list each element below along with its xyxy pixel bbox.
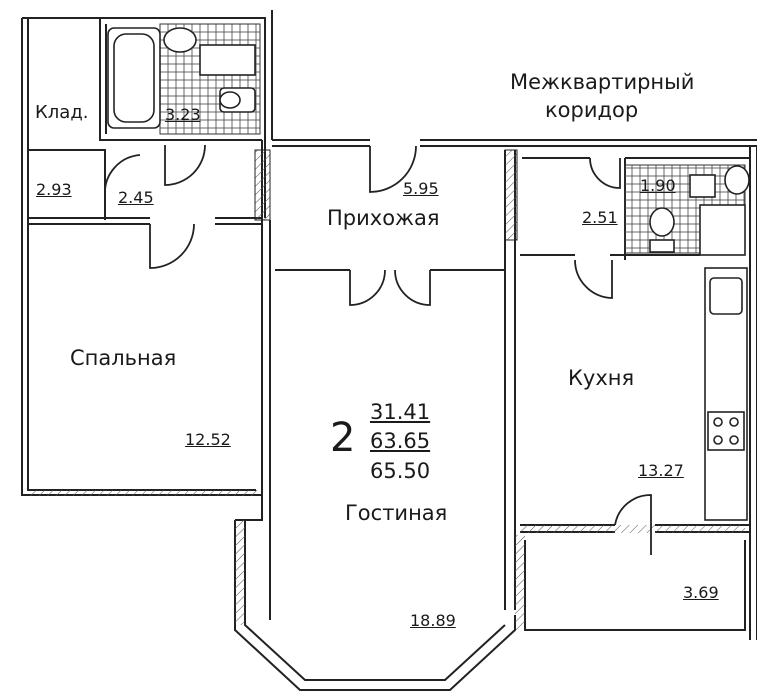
door-living-left <box>349 269 386 306</box>
storage-area: 2.93 <box>36 180 72 199</box>
rooms-count: 2 <box>330 415 356 461</box>
hallway-label: Прихожая <box>327 206 440 230</box>
bedroom-label: Спальная <box>70 346 177 370</box>
corridor-label-1: Межквартирный <box>510 70 695 94</box>
doors <box>104 144 652 555</box>
door-living-right <box>394 269 431 306</box>
wc-area: 1.90 <box>640 176 676 195</box>
door-wc <box>589 157 621 189</box>
door-storage <box>104 154 141 196</box>
wall-kitchen-right <box>749 146 757 640</box>
door-balcony <box>614 494 652 555</box>
bedroom-area: 12.52 <box>185 430 231 449</box>
sink-wc <box>724 165 750 195</box>
hatched-walls <box>28 149 745 630</box>
toilet-wc <box>649 207 675 237</box>
toilet-bath <box>219 91 241 109</box>
sink-wc-cabinet <box>689 174 716 198</box>
living-label: Гостиная <box>345 501 448 525</box>
wall-bathroom <box>99 18 262 141</box>
bathroom-area: 3.23 <box>165 105 201 124</box>
hall-small-area: 2.45 <box>118 188 154 207</box>
kitchen-sink <box>709 277 743 315</box>
stove <box>707 411 745 451</box>
wall-storage <box>28 149 106 220</box>
total-area: 63.65 <box>370 429 431 453</box>
total-with-balcony: 65.50 <box>370 459 431 483</box>
fixtures <box>107 27 750 521</box>
wc-hall-area: 2.51 <box>582 208 618 227</box>
corridor-label-2: коридор <box>545 98 639 122</box>
kitchen-label: Кухня <box>568 366 635 390</box>
hallway-area: 5.95 <box>403 179 439 198</box>
door-kitchen <box>574 259 613 299</box>
sink-bathroom <box>163 27 197 53</box>
door-bathroom <box>164 144 206 186</box>
washing-machine <box>199 44 256 76</box>
kitchen-area: 13.27 <box>638 461 684 480</box>
bay-window <box>234 520 516 691</box>
balcony-area: 3.69 <box>683 583 719 602</box>
storage-label: Клад. <box>35 102 89 123</box>
door-bedroom <box>149 223 195 269</box>
living-area-total: 31.41 <box>370 400 431 424</box>
door-entrance <box>369 145 417 193</box>
living-area: 18.89 <box>410 611 456 630</box>
